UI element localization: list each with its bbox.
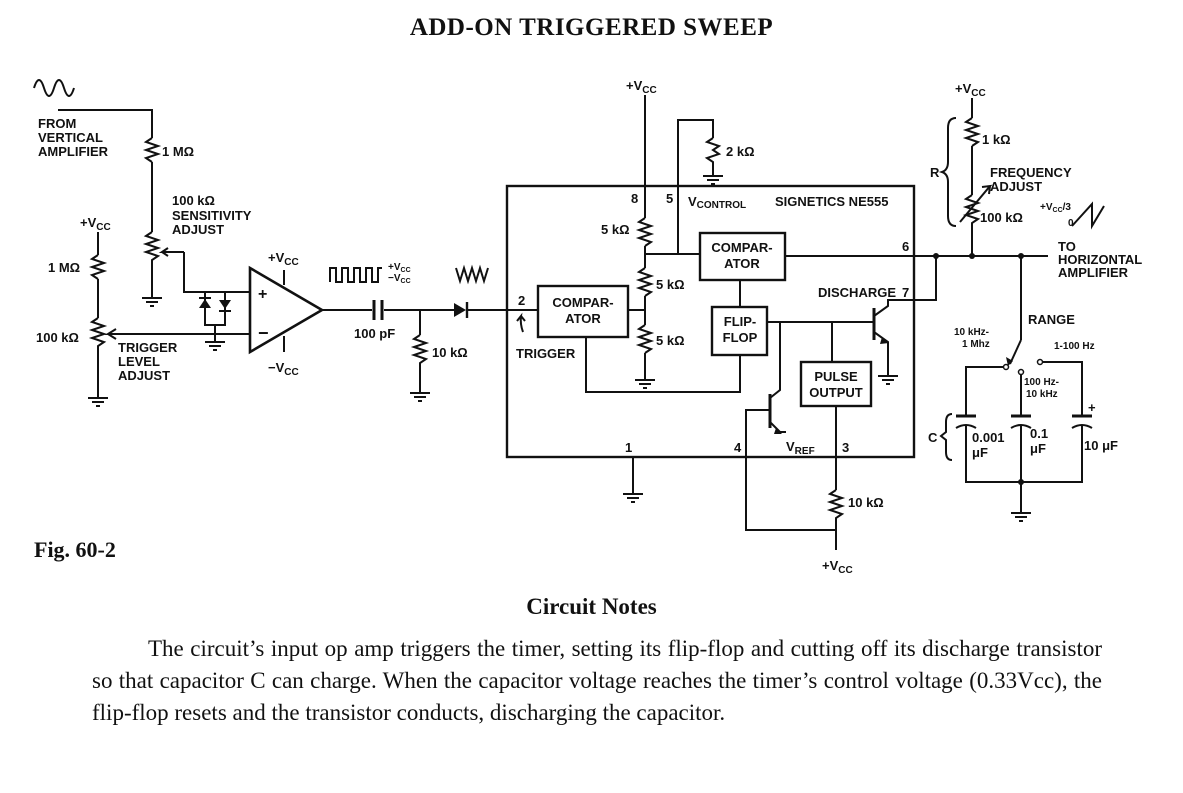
resistor-1meg-left [88, 254, 108, 280]
circuit-notes-heading: Circuit Notes [526, 594, 657, 619]
resistor-2k [704, 137, 722, 168]
r-trigger-label: 100 kΩ [36, 330, 79, 345]
clamp-diode-1 [199, 299, 211, 308]
circuit-notes-body: The circuit’s input op amp triggers the … [92, 636, 1102, 725]
vcontrol-label: VCONTROL [688, 194, 746, 211]
r-100k-freq-label: 100 kΩ [980, 210, 1023, 225]
vcc-right-label: +VCC [955, 81, 986, 99]
input-sine-wave-icon [33, 79, 75, 97]
pin-1-label: 1 [625, 440, 632, 455]
opamp-vcc-pos-label: +VCC [268, 250, 299, 268]
trigger-pin-label: TRIGGER [516, 346, 576, 361]
discharge-label: DISCHARGE [818, 285, 896, 300]
vcc-left-label: +VCC [80, 215, 111, 233]
cap-10-polarity: + [1088, 400, 1096, 415]
r-1k-label: 1 kΩ [982, 132, 1011, 147]
r-5k-2-label: 5 kΩ [656, 277, 685, 292]
ramp-wave-icon [1071, 201, 1105, 230]
pin-8-label: 8 [631, 191, 638, 206]
resistor-1k [962, 117, 982, 147]
lower-comparator [536, 284, 630, 339]
r-5k-3-label: 5 kΩ [656, 333, 685, 348]
range-switch[interactable] [1009, 339, 1022, 365]
input-op-amp [248, 265, 325, 355]
r-1meg-top-label: 1 MΩ [162, 144, 194, 159]
range-mid-label: 100 Hz-10 kHz [1024, 377, 1059, 400]
pin-3-label: 3 [842, 440, 849, 455]
pin-6-label: 6 [902, 239, 909, 254]
r-2k-label: 2 kΩ [726, 144, 755, 159]
capacitor-100pf-label: 100 pF [354, 326, 395, 341]
r-label: R [930, 165, 940, 180]
diagram-title: ADD-ON TRIGGERED SWEEP [409, 14, 774, 41]
resistor-5k-3 [635, 324, 655, 354]
frequency-adjust-potentiometer[interactable] [962, 194, 982, 256]
comparator-upper-label: COMPAR-ATOR [711, 240, 772, 271]
flipflop-label: FLIP-FLOP [723, 314, 758, 345]
r-5k-1-label: 5 kΩ [601, 222, 630, 237]
resistor-10k-input [410, 334, 430, 385]
range-low-label: 1-100 Hz [1054, 341, 1095, 352]
square-wave-icon [329, 267, 382, 283]
trigger-level-potentiometer[interactable] [88, 317, 108, 390]
resistor-1meg-top [142, 137, 162, 163]
resistor-5k-2 [635, 267, 655, 297]
chip-name-label: SIGNETICS NE555 [775, 194, 888, 209]
resistor-5k-1 [635, 217, 655, 247]
range-label: RANGE [1028, 312, 1075, 327]
vcc-bottom-label: +VCC [822, 558, 853, 576]
pin-7-label: 7 [902, 285, 909, 300]
pin-4-label: 4 [734, 440, 742, 455]
c-label: C [928, 430, 938, 445]
r-10k-input-label: 10 kΩ [432, 345, 468, 360]
r-10k-bottom-label: 10 kΩ [848, 495, 884, 510]
range-high-label: 10 kHz-1 Mhz [954, 327, 990, 350]
input-diode [454, 303, 466, 317]
vcc-chip-label: +VCC [626, 78, 657, 96]
trigger-spike-wave-icon [455, 264, 489, 285]
vref-label: VREF [786, 439, 815, 457]
ne555-chip [505, 184, 916, 459]
clamp-diode-2 [219, 300, 231, 309]
op-amp-plus: + [258, 286, 267, 303]
comparator-lower-label: COMPAR-ATOR [552, 295, 613, 326]
pin-5-label: 5 [666, 191, 673, 206]
sensitivity-potentiometer[interactable] [142, 231, 162, 290]
figure-label: Fig. 60-2 [34, 537, 116, 562]
opamp-vcc-neg-label: −VCC [268, 360, 299, 378]
resistor-10k-bottom [826, 489, 846, 550]
pin-2-label: 2 [518, 293, 525, 308]
square-wave-levels-label: +VCC −VCC [388, 262, 413, 285]
cap-10-label: 10 μF [1084, 438, 1118, 453]
op-amp-minus: − [258, 323, 269, 343]
r-1meg-left-label: 1 MΩ [48, 260, 80, 275]
